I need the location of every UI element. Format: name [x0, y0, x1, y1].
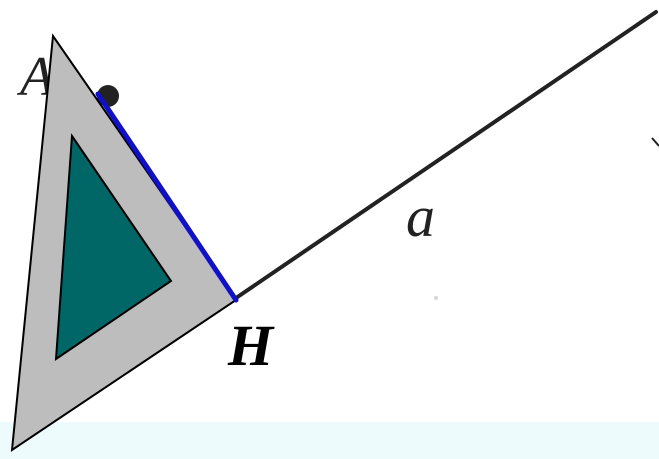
- line-a: [234, 10, 658, 300]
- bottom-band: [0, 422, 659, 459]
- foot-h-label: H: [227, 313, 275, 378]
- line-a-label: a: [406, 184, 435, 249]
- set-square-icon: [10, 33, 238, 453]
- edge-mark: [651, 137, 659, 147]
- set-square-inner: [54, 133, 173, 361]
- perpendicular-ah: [95, 91, 239, 303]
- faint-dot: [434, 296, 438, 300]
